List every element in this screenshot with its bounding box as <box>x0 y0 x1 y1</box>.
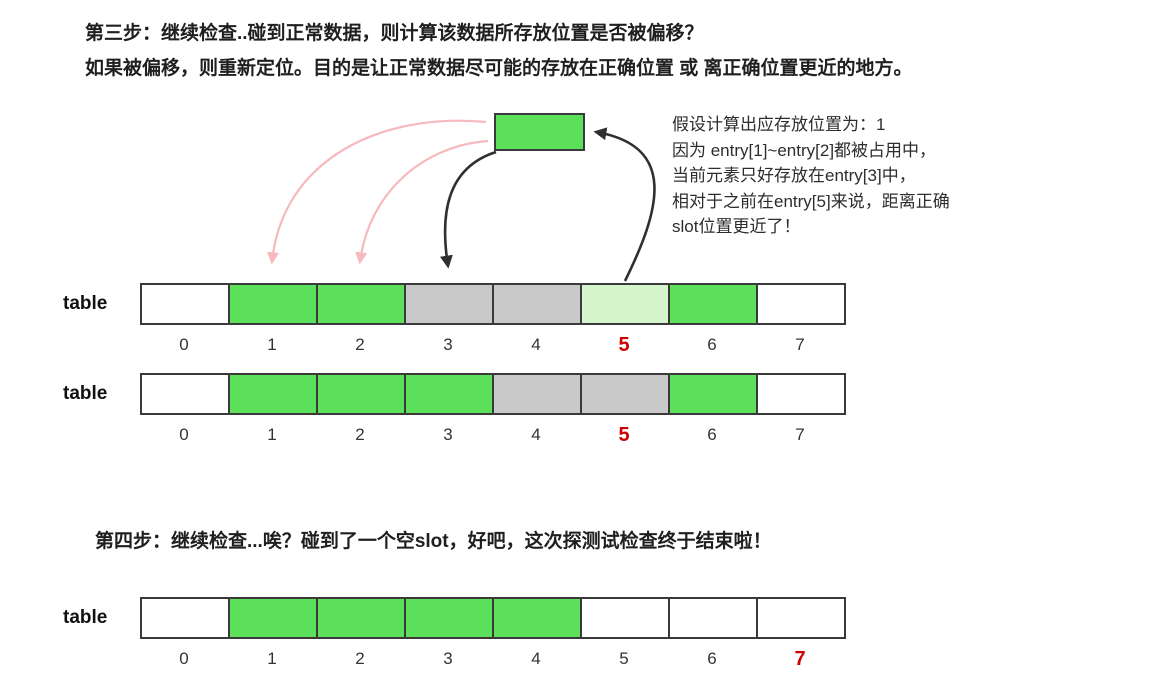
slot-cell-white <box>140 373 230 415</box>
slot-index-label: 6 <box>707 649 717 668</box>
slot-cell-gray <box>492 373 582 415</box>
pink-arrow-to-slot-1 <box>266 119 487 265</box>
slot-cell-white <box>668 597 758 639</box>
step3-title-line2: 如果被偏移，则重新定位。目的是让正常数据尽可能的存放在正确位置 或 离正确位置更… <box>85 58 913 79</box>
slot-index-label: 3 <box>443 649 453 668</box>
slot-index-label: 4 <box>531 425 541 444</box>
index-row-1: 0 1 2 3 4 5 6 7 <box>140 333 844 357</box>
slot-index-label: 2 <box>355 335 365 354</box>
slot-cell-gray <box>492 283 582 325</box>
slot-index-highlighted: 5 <box>618 334 630 356</box>
pink-arrow-to-slot-2 <box>355 139 489 265</box>
black-arrow-slot-5-to-box <box>593 127 656 282</box>
slot-index-label: 1 <box>267 649 277 668</box>
slot-cell-gray <box>580 373 670 415</box>
slot-cell-green <box>228 283 318 325</box>
annotation-line: 相对于之前在entry[5]来说，距离正确 <box>672 191 950 211</box>
slot-index-label: 7 <box>795 335 805 354</box>
slot-index-label: 2 <box>355 425 365 444</box>
slot-index-label: 2 <box>355 649 365 668</box>
step3-annotation: 假设计算出应存放位置为：1 因为 entry[1]~entry[2]都被占用中， 当… <box>672 112 950 240</box>
slot-index-highlighted: 5 <box>618 424 630 446</box>
annotation-line: slot位置更近了！ <box>672 217 801 236</box>
annotation-line: 当前元素只好存放在entry[3]中， <box>672 166 916 185</box>
annotation-line: 因为 entry[1]~entry[2]都被占用中， <box>672 140 937 160</box>
moving-element-box <box>494 113 585 151</box>
slot-cell-white <box>580 597 670 639</box>
slot-index-label: 0 <box>179 425 189 444</box>
slot-cell-green <box>228 373 318 415</box>
slot-cell-green <box>404 597 494 639</box>
slot-index-label: 3 <box>443 425 453 444</box>
slot-cell-green <box>404 373 494 415</box>
index-row-3: 0 1 2 3 4 5 6 7 <box>140 647 844 671</box>
hash-table-row-2 <box>140 373 846 415</box>
slot-index-label: 7 <box>795 425 805 444</box>
slot-cell-green <box>316 283 406 325</box>
step3-title-line1: 第三步：继续检查..碰到正常数据，则计算该数据所存放位置是否被偏移？ <box>85 23 704 44</box>
slot-cell-white <box>756 597 846 639</box>
slot-index-label: 5 <box>619 649 629 668</box>
slot-cell-green <box>668 373 758 415</box>
slot-index-label: 1 <box>267 335 277 354</box>
slot-index-label: 1 <box>267 425 277 444</box>
slot-cell-green <box>228 597 318 639</box>
slot-cell-green <box>316 373 406 415</box>
hash-table-row-1 <box>140 283 846 325</box>
slot-index-label: 3 <box>443 335 453 354</box>
table-label: table <box>63 293 108 314</box>
table-label: table <box>63 383 108 404</box>
table-label: table <box>63 607 108 628</box>
slot-cell-white <box>756 373 846 415</box>
slot-index-label: 0 <box>179 335 189 354</box>
slot-cell-green <box>316 597 406 639</box>
index-row-2: 0 1 2 3 4 5 6 7 <box>140 423 844 447</box>
hash-table-row-3 <box>140 597 846 639</box>
slot-cell-gray <box>404 283 494 325</box>
slot-cell-white <box>140 597 230 639</box>
slot-cell-white <box>140 283 230 325</box>
step4-title: 第四步：继续检查...唉？碰到了一个空slot，好吧，这次探测试检查终于结束啦！ <box>95 531 772 552</box>
slot-index-label: 0 <box>179 649 189 668</box>
slot-index-highlighted: 7 <box>794 648 806 670</box>
step3-title: 第三步：继续检查..碰到正常数据，则计算该数据所存放位置是否被偏移？ 如果被偏移… <box>85 16 913 86</box>
black-arrow-to-slot-3 <box>439 150 497 269</box>
slot-index-label: 6 <box>707 335 717 354</box>
slot-cell-white <box>756 283 846 325</box>
slot-index-label: 4 <box>531 335 541 354</box>
slot-cell-pale_green <box>580 283 670 325</box>
annotation-line: 假设计算出应存放位置为：1 <box>672 115 886 134</box>
slot-index-label: 4 <box>531 649 541 668</box>
slot-index-label: 6 <box>707 425 717 444</box>
slot-cell-green <box>668 283 758 325</box>
slot-cell-green <box>492 597 582 639</box>
